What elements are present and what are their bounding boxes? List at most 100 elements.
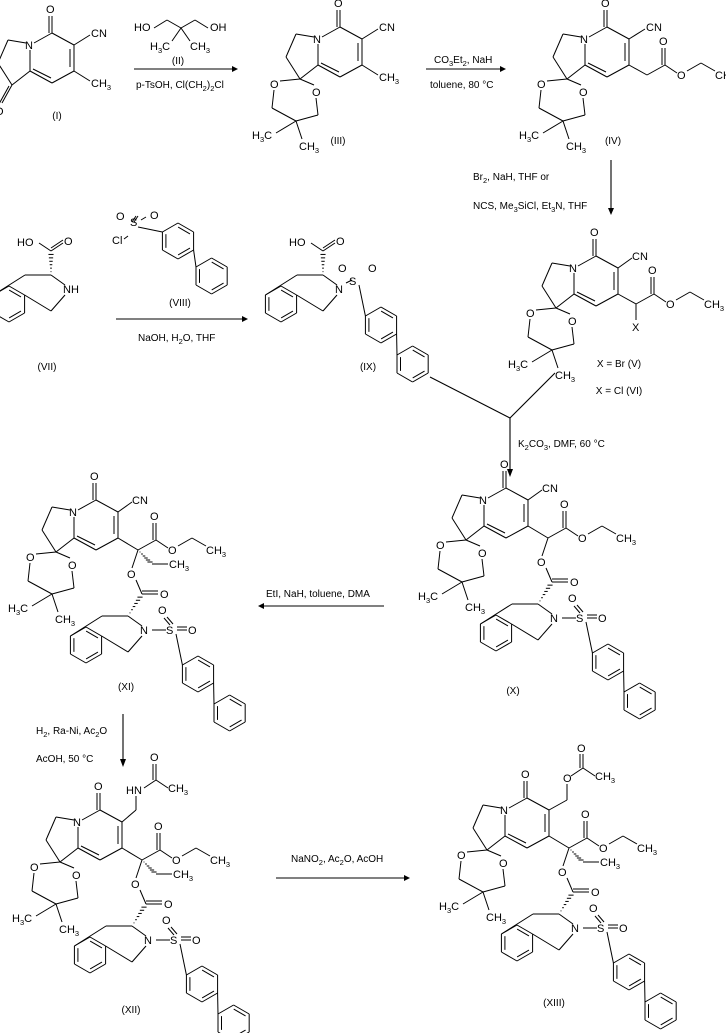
oxygen-label: O — [666, 299, 675, 311]
bond — [472, 804, 484, 829]
bond — [573, 293, 597, 307]
benzene-bond — [89, 963, 106, 974]
bond — [55, 537, 75, 553]
bond-layer — [0, 10, 716, 1033]
bond — [275, 120, 297, 134]
benzene-bond — [495, 641, 512, 652]
arrowhead-XII-to-XIII — [404, 875, 410, 881]
double-bond — [50, 242, 64, 252]
bond — [155, 779, 169, 789]
double-bond — [507, 833, 527, 844]
phenyl-bond — [211, 257, 228, 268]
bond — [546, 78, 568, 82]
benzene-bond — [70, 653, 87, 664]
bond — [159, 849, 173, 859]
nitrogen-label: N — [335, 284, 343, 296]
benzene-bond — [8, 285, 25, 296]
bond — [166, 19, 182, 29]
bond — [461, 575, 485, 583]
phenyl-bond — [233, 1008, 246, 1017]
bond — [141, 849, 161, 861]
sulfur-label: S — [130, 217, 137, 229]
nitrogen-label: N — [580, 34, 588, 46]
methyl-label: H3C — [519, 130, 539, 144]
bond — [299, 78, 315, 86]
bond — [99, 809, 123, 823]
bond — [537, 603, 553, 615]
oxygen-label: O — [648, 265, 657, 277]
phenyl-bond — [195, 257, 212, 268]
bond — [179, 943, 187, 976]
benzene-bond — [8, 310, 22, 319]
conditions-X-to-XI: EtI, NaH, toluene, DMA — [266, 589, 370, 600]
oxygen-label: O — [577, 743, 586, 755]
bond — [195, 847, 211, 857]
oxygen-label: O — [131, 879, 140, 891]
bond — [441, 581, 463, 595]
phenyl-bond — [380, 306, 397, 317]
compound-label-XII: (XII) — [122, 1005, 141, 1016]
bond — [566, 78, 582, 86]
oxygen-label: O — [164, 899, 173, 911]
bond — [480, 603, 513, 625]
bond — [646, 64, 666, 76]
bond — [315, 97, 319, 116]
bond — [482, 885, 506, 893]
bond — [535, 307, 557, 311]
phenyl-bond — [607, 670, 624, 681]
bond — [551, 343, 575, 351]
bond — [597, 914, 605, 923]
bond — [504, 835, 528, 849]
phenyl-bond — [412, 372, 429, 383]
bond — [27, 580, 53, 595]
condition-text: p-TsOH, Cl(CH2)2Cl — [136, 80, 224, 93]
bond — [571, 326, 575, 345]
bond — [527, 525, 549, 539]
bond — [482, 804, 502, 809]
bond — [279, 78, 301, 82]
reagent-II-label: (II) — [172, 56, 184, 67]
bond — [465, 525, 485, 541]
oxygen-label: O — [591, 887, 600, 899]
phenyl-bond — [639, 682, 656, 693]
nitrogen-label: N — [313, 34, 321, 46]
bond — [155, 539, 169, 549]
bond — [483, 525, 507, 539]
oxygen-label: O — [192, 935, 201, 947]
bond — [117, 501, 133, 513]
bond — [194, 19, 209, 29]
nitrogen-label: N — [500, 805, 508, 817]
bond — [562, 120, 570, 140]
hydroxyl-label: OH — [210, 22, 227, 34]
arrowhead-IV-to-V — [608, 208, 614, 215]
bond — [538, 107, 564, 122]
bond — [77, 847, 101, 861]
converge-line-IX — [429, 376, 511, 419]
oxygen-label: O — [162, 915, 171, 927]
oxygen-label: O — [188, 625, 197, 637]
bond — [31, 872, 35, 892]
double-bond — [131, 215, 137, 223]
bond — [35, 551, 57, 555]
benzene-bond — [280, 289, 294, 298]
oxygen-label: O — [30, 862, 39, 874]
nitrogen-label: NH — [63, 284, 79, 296]
oxygen-label: O — [598, 613, 607, 625]
bond — [541, 537, 549, 557]
bond — [465, 539, 481, 547]
phenyl-bond — [644, 1019, 661, 1030]
methyl-label: CH3 — [173, 869, 193, 883]
oxygen-label: O — [150, 511, 159, 523]
bond — [689, 291, 705, 301]
bond — [322, 294, 338, 312]
double-bond — [133, 215, 139, 223]
benzene-bond — [85, 630, 99, 639]
sulfur-label: S — [170, 935, 177, 947]
oxygen-label: O — [338, 263, 347, 275]
bond — [586, 837, 600, 847]
bond — [585, 621, 593, 654]
bond — [51, 32, 75, 46]
bond — [73, 34, 91, 46]
bond — [361, 28, 379, 40]
oxygen-label: O — [127, 569, 136, 581]
